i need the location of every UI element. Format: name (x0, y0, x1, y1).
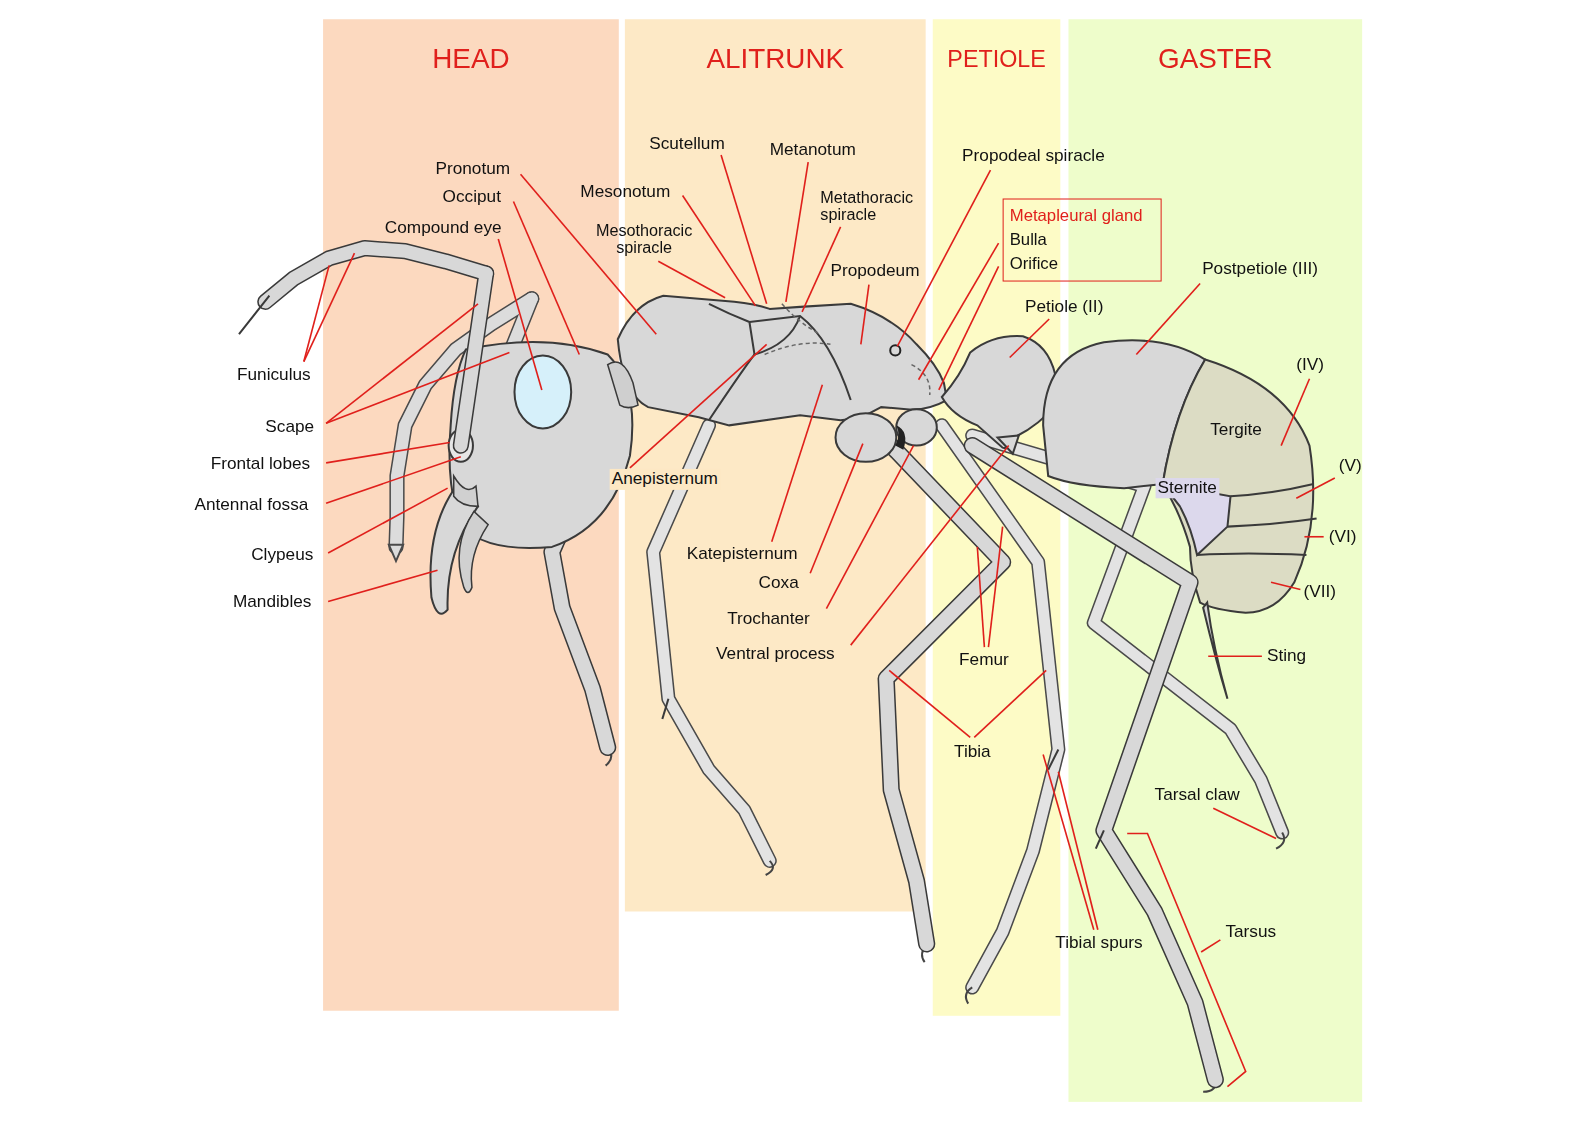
ventral-process (998, 435, 1019, 453)
part-label: Mesonotum (580, 182, 670, 202)
part-label: Pronotum (435, 159, 510, 179)
antenna-tip (239, 296, 269, 334)
clypeus (454, 476, 478, 506)
far-legs (653, 425, 1282, 987)
part-label: Propodeal spiracle (962, 146, 1105, 166)
mandible-far (459, 511, 488, 592)
band-title: PETIOLE (933, 41, 1061, 77)
compound-eye (514, 355, 571, 428)
part-label: (V) (1339, 456, 1362, 476)
part-label: Metathoracic spiracle (820, 188, 942, 222)
part-label: Clypeus (251, 545, 313, 565)
part-label: Coxa (759, 573, 799, 593)
alitrunk-sutures (709, 304, 851, 420)
part-label: Tarsus (1225, 922, 1276, 942)
part-label: Frontal lobes (211, 454, 311, 474)
part-label: Femur (959, 650, 1009, 670)
part-label: Ventral process (716, 644, 835, 664)
neck (608, 362, 638, 408)
box-heading: Metapleural gland (1010, 203, 1155, 227)
part-label: Tergite (1210, 420, 1262, 440)
part-label: Sting (1267, 646, 1306, 666)
band-title: ALITRUNK (625, 41, 926, 77)
part-label: Katepisternum (687, 544, 798, 564)
part-label: (IV) (1296, 354, 1324, 374)
part-label: Compound eye (385, 218, 502, 238)
band-title: HEAD (323, 41, 619, 77)
part-label: Tibia (954, 741, 991, 761)
tarsal-claws (606, 747, 1285, 1091)
part-label: Metanotum (770, 140, 856, 160)
part-label: Scape (265, 417, 314, 437)
alitrunk-band-fill (625, 19, 926, 911)
petiole-band: PETIOLE (933, 19, 1061, 1016)
part-label: Propodeum (830, 261, 919, 281)
part-label: Bulla (1010, 227, 1155, 251)
alitrunk-body (618, 296, 947, 426)
part-label: Postpetiole (III) (1202, 259, 1318, 279)
part-label: Anepisternum (610, 469, 720, 489)
part-label: Funiculus (237, 365, 311, 385)
near-antenna (265, 248, 486, 445)
trochanter-joint (895, 425, 905, 449)
part-label: Trochanter (727, 609, 810, 629)
part-label: Petiole (II) (1025, 297, 1103, 317)
propodeal-spiracle-dot (890, 345, 900, 355)
part-label: Mandibles (233, 591, 311, 611)
part-label: (VII) (1303, 581, 1336, 601)
part-label: Orifice (1010, 251, 1155, 275)
part-label: Antennal fossa (194, 495, 308, 515)
part-label: Sternite (1156, 478, 1219, 498)
gland-box: Metapleural glandBullaOrifice (1003, 198, 1162, 281)
petiole-node (942, 336, 1058, 448)
part-label: Tibial spurs (1055, 933, 1142, 953)
part-label: Mesothoracic spiracle (582, 222, 706, 256)
antenna-tip (389, 545, 403, 561)
hidden-outlines (765, 304, 930, 395)
mid-coxa (836, 413, 897, 462)
leader-lines (304, 155, 1335, 1087)
near-legs (552, 425, 1215, 1079)
tibial-spurs (662, 699, 1104, 849)
part-label: Tarsal claw (1155, 785, 1240, 805)
part-label: (VI) (1329, 527, 1357, 547)
sting (1203, 603, 1227, 699)
band-title: GASTER (1068, 41, 1362, 77)
part-label: Scutellum (649, 134, 725, 154)
part-label: Occiput (443, 186, 501, 206)
